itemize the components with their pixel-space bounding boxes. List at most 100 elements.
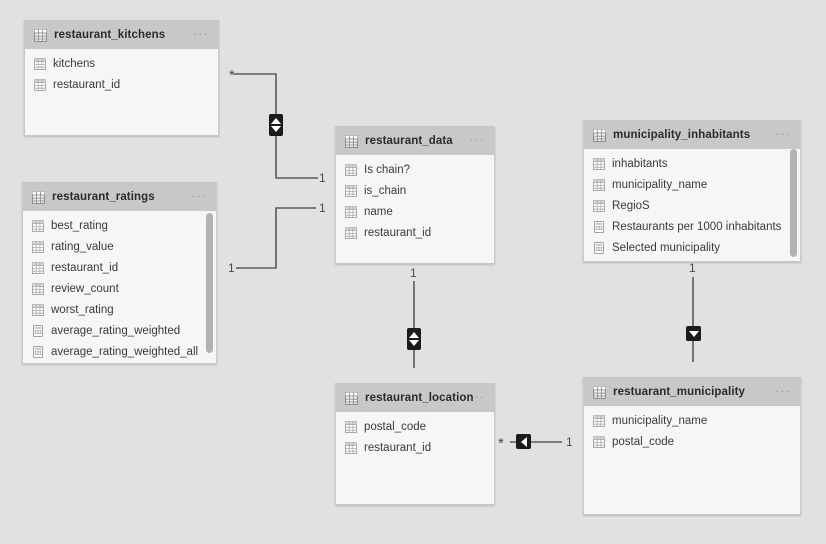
field-label: postal_code (364, 420, 427, 433)
cardinality-location-many-2: * (498, 435, 504, 452)
field-label: best_rating (51, 219, 108, 232)
field-label: kitchens (53, 57, 96, 70)
table-header-restaurant_location[interactable]: restaurant_location··· (336, 384, 494, 412)
table-card-restaurant_kitchens[interactable]: restaurant_kitchens ··· kitchens restaurant… (24, 20, 219, 136)
cross-filter-both-kitchens-data[interactable] (269, 114, 283, 136)
table-icon (593, 435, 605, 448)
field-row[interactable]: restaurant_id (23, 257, 216, 278)
field-row[interactable]: restaurant_id (336, 437, 494, 458)
cross-filter-both-data-location[interactable] (407, 328, 421, 350)
table-icon (345, 205, 357, 218)
table-icon (593, 157, 605, 170)
field-label: is_chain (364, 184, 407, 197)
cardinality-inhabitants-one: 1 (689, 261, 696, 275)
table-icon (345, 226, 357, 239)
cardinality-municipality-many: * (687, 333, 693, 350)
cardinality-data-one-location: 1 (410, 266, 417, 280)
triangle-left-icon (520, 436, 527, 447)
field-label: Restaurants per 1000 inhabitants (612, 220, 782, 233)
field-row[interactable]: average_rating_weighted_all (23, 341, 216, 362)
table-icon (345, 441, 357, 454)
field-label: Selected municipality (612, 241, 721, 254)
field-row[interactable]: worst_rating (23, 299, 216, 320)
field-row[interactable]: kitchens (25, 53, 218, 74)
field-label: postal_code (612, 435, 675, 448)
field-label: RegioS (612, 199, 650, 212)
field-label: average_rating_weighted (51, 324, 181, 337)
table-menu-button[interactable]: ··· (775, 385, 791, 398)
table-header-municipality_inhabitants[interactable]: municipality_inhabitants ··· (584, 121, 800, 149)
field-row[interactable]: Is chain? (336, 159, 494, 180)
field-row[interactable]: review_count (23, 278, 216, 299)
table-title: restaurant_location (365, 392, 474, 404)
table-icon (32, 190, 45, 204)
table-icon (593, 414, 605, 427)
table-title: restaurant_ratings (52, 191, 155, 203)
table-icon (32, 219, 44, 232)
table-icon (593, 385, 606, 399)
triangle-up-icon (409, 332, 419, 338)
table-fields-list: municipality_name postal_code (584, 406, 800, 452)
field-row[interactable]: average_rating_weighted (23, 320, 216, 341)
table-icon (32, 261, 44, 274)
field-row[interactable]: municipality_name (584, 410, 800, 431)
cardinality-municipality-one: 1 (566, 435, 573, 449)
table-title: municipality_inhabitants (613, 129, 751, 141)
cross-filter-single-inhabitants-municipality[interactable] (686, 326, 701, 341)
table-icon (345, 420, 357, 433)
table-icon (593, 178, 605, 191)
table-card-restuarant_municipality[interactable]: restuarant_municipality···municipality_n… (583, 377, 801, 515)
table-card-restaurant_ratings[interactable]: restaurant_ratings ··· best_rating rating_v… (22, 182, 217, 364)
table-header-restaurant_kitchens[interactable]: restaurant_kitchens ··· (25, 21, 218, 49)
field-label: restaurant_id (51, 261, 119, 274)
table-fields-list: kitchens restaurant_id (25, 49, 218, 95)
field-row[interactable]: name (336, 201, 494, 222)
field-label: worst_rating (51, 303, 114, 316)
table-menu-button[interactable]: ··· (469, 391, 485, 404)
cardinality-kitchens-many: * (229, 67, 235, 84)
field-row[interactable]: is_chain (336, 180, 494, 201)
cross-filter-single-location-municipality[interactable] (516, 434, 531, 449)
table-header-restaurant_data[interactable]: restaurant_data··· (336, 127, 494, 155)
field-row[interactable]: Restaurants per 1000 inhabitants (584, 216, 800, 237)
table-icon (345, 134, 358, 148)
triangle-down-icon (688, 330, 699, 337)
field-row[interactable]: postal_code (584, 431, 800, 452)
field-label: restaurant_id (364, 226, 432, 239)
cardinality-data-one-ratings: 1 (319, 201, 326, 215)
table-icon (593, 128, 606, 142)
relationship-line-ratings-data (236, 207, 316, 269)
vertical-scrollbar[interactable] (790, 149, 797, 257)
table-icon (345, 184, 357, 197)
table-menu-button[interactable]: ··· (775, 128, 791, 141)
field-row[interactable]: rating_value (23, 236, 216, 257)
field-row[interactable]: restaurant_id (25, 74, 218, 95)
field-row[interactable]: Selected municipality (584, 237, 800, 258)
field-label: municipality_name (612, 414, 708, 427)
triangle-up-icon (271, 118, 281, 124)
field-row[interactable]: restaurant_id (336, 222, 494, 243)
field-row[interactable]: RegioS (584, 195, 800, 216)
table-menu-button[interactable]: ··· (191, 190, 207, 203)
vertical-scrollbar[interactable] (206, 213, 213, 353)
field-row[interactable]: postal_code (336, 416, 494, 437)
triangle-down-icon (409, 340, 419, 346)
field-row[interactable]: inhabitants (584, 153, 800, 174)
table-menu-button[interactable]: ··· (469, 134, 485, 147)
table-icon (345, 163, 357, 176)
field-row[interactable]: municipality_name (584, 174, 800, 195)
field-row[interactable]: best_rating (23, 215, 216, 236)
table-header-restuarant_municipality[interactable]: restuarant_municipality··· (584, 378, 800, 406)
measure-icon (33, 345, 43, 358)
field-label: restaurant_id (53, 78, 121, 91)
table-menu-button[interactable]: ··· (193, 28, 209, 41)
table-header-restaurant_ratings[interactable]: restaurant_ratings ··· (23, 183, 216, 211)
cardinality-ratings-one: 1 (228, 261, 235, 275)
table-title: restaurant_kitchens (54, 29, 166, 41)
